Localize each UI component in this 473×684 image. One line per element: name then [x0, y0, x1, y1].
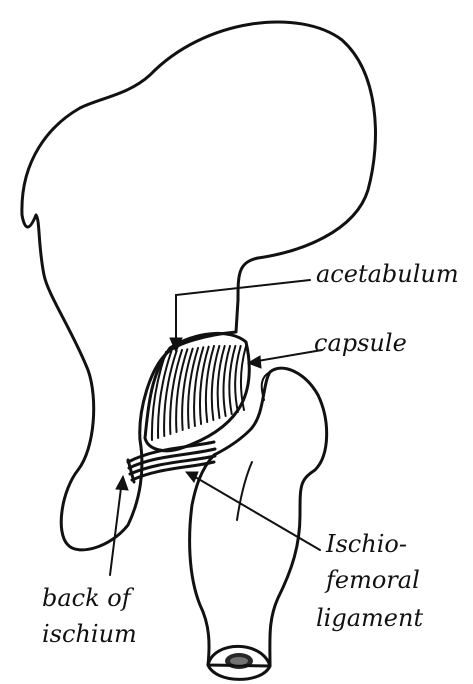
femur-cut-end	[208, 646, 270, 679]
femur-medial-line	[237, 462, 252, 520]
capsule-hatching	[152, 346, 246, 440]
capsule-hatch-line	[235, 346, 241, 412]
ischiofemoral-label-line2: femoral	[324, 566, 420, 594]
back-of-ischium-label-line2: ischium	[42, 620, 137, 648]
ischiofemoral-label-line3: ligament	[316, 604, 423, 632]
back-of-ischium-label-line1: back of	[42, 584, 135, 612]
ischiofemoral-label-line1: Ischio-	[325, 530, 407, 558]
back-of-ischium-leader	[110, 476, 128, 575]
capsule-label: capsule	[314, 329, 407, 357]
femur-outline	[190, 368, 327, 666]
capsule-leader	[248, 350, 322, 368]
acetabulum-label: acetabulum	[316, 260, 459, 288]
